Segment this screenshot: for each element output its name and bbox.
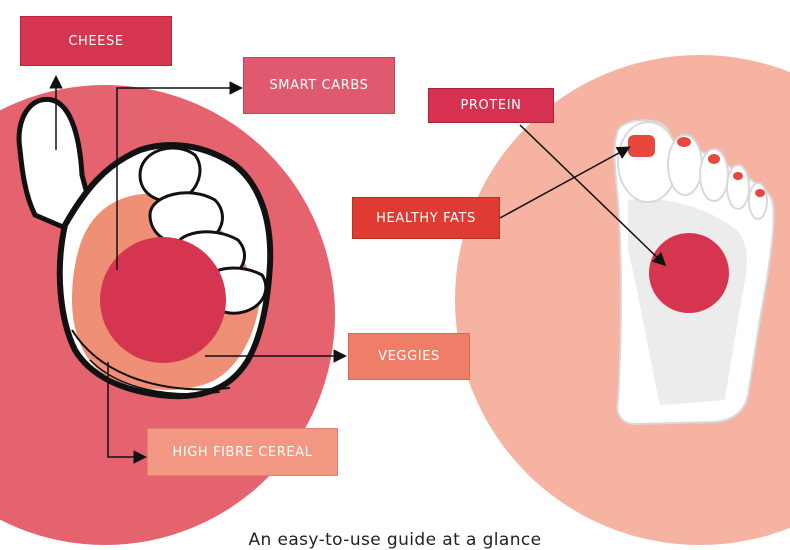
portion-dot-hand	[100, 237, 226, 363]
big-toe-nail	[628, 135, 655, 157]
label-veggies: VEGGIES	[348, 333, 470, 380]
label-healthy-fats: HEALTHY FATS	[352, 197, 500, 239]
label-cheese: CHEESE	[20, 16, 172, 66]
caption: An easy-to-use guide at a glance	[0, 530, 790, 550]
portion-dot-foot	[649, 233, 729, 313]
label-high-fibre-cereal: HIGH FIBRE CEREAL	[147, 428, 338, 476]
label-protein: PROTEIN	[428, 88, 554, 123]
label-smart-carbs: SMART CARBS	[243, 57, 395, 114]
